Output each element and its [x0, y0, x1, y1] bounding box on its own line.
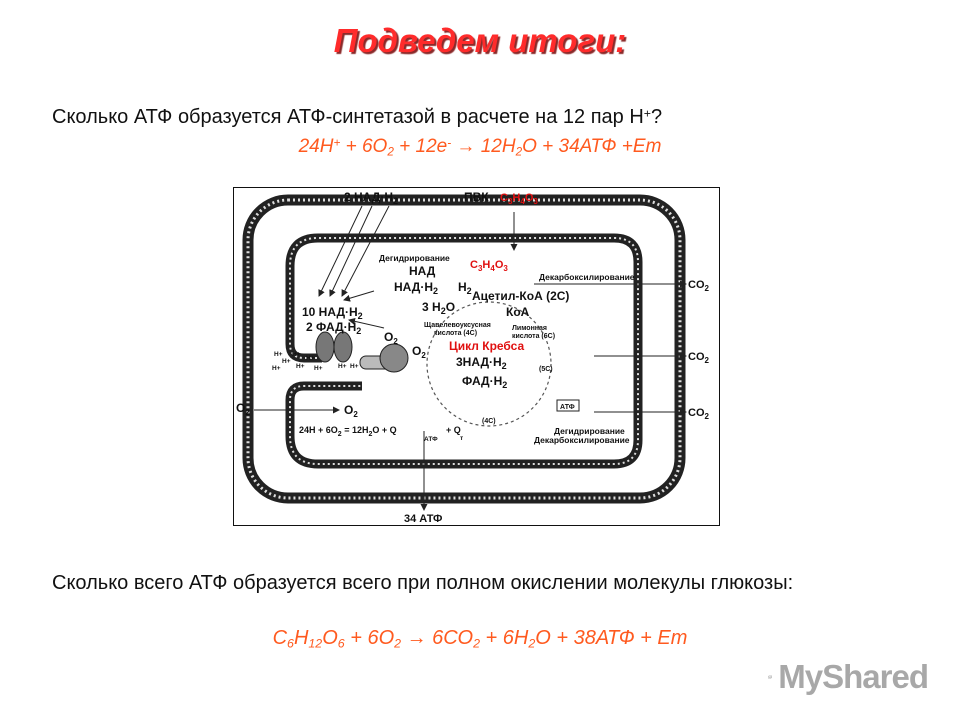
svg-text:10 НАД·Н2: 10 НАД·Н2 — [302, 305, 363, 321]
svg-text:Цикл Кребса: Цикл Кребса — [449, 339, 524, 353]
svg-text:т: т — [460, 435, 463, 442]
svg-text:Щавелевоуксусная: Щавелевоуксусная — [424, 322, 491, 329]
logo-icon — [768, 675, 772, 679]
svg-text:Дегидрирование: Дегидрирование — [554, 426, 625, 436]
svg-text:Декарбоксилирование: Декарбоксилирование — [539, 272, 635, 282]
svg-text:H+: H+ — [282, 358, 291, 365]
svg-text:O2: O2 — [236, 401, 250, 417]
equation-glucose: С6Н12О6 + 6О2 → 6СО2 + 6Н2О + 38АТФ + Ет — [272, 627, 688, 651]
svg-text:H+: H+ — [272, 365, 281, 372]
svg-text:H+: H+ — [306, 355, 315, 362]
svg-text:(4С): (4С) — [482, 418, 496, 425]
svg-text:CO2: CO2 — [688, 351, 710, 365]
question-atp-synthase: Сколько АТФ образуется АТФ-синтетазой в … — [52, 106, 663, 128]
svg-text:24H + 6O2 = 12H2O + Q: 24H + 6O2 = 12H2O + Q — [299, 425, 397, 438]
svg-text:H+: H+ — [350, 363, 359, 370]
svg-text:АТФ: АТФ — [560, 404, 575, 411]
question-glucose: Сколько всего АТФ образуется всего при п… — [52, 572, 794, 594]
svg-text:КоА: КоА — [506, 305, 530, 319]
logo-text: MyShared — [778, 658, 929, 695]
svg-text:H+: H+ — [338, 363, 347, 370]
svg-text:ФАД·Н2: ФАД·Н2 — [462, 374, 507, 390]
svg-text:Ацетил-КоА (2С): Ацетил-КоА (2С) — [472, 289, 569, 303]
svg-text:CO2: CO2 — [688, 279, 710, 293]
proton-labels: H+ H+ H+ H+ H+ H+ H+ H+ H+ — [272, 351, 359, 372]
slide-title: Подведем итоги: — [333, 22, 627, 59]
mitochondrion-diagram: 2 НАД·Н2 ПВК C3H4O3 Дегидрирование C3H4O… — [233, 187, 720, 526]
svg-text:H+: H+ — [296, 363, 305, 370]
svg-text:кислота (4С): кислота (4С) — [434, 330, 477, 337]
svg-text:O2: O2 — [412, 344, 426, 360]
svg-text:O2: O2 — [384, 330, 398, 346]
svg-text:АТФ: АТФ — [424, 436, 438, 443]
myshared-logo[interactable]: MyShared — [768, 655, 929, 699]
svg-text:34 АТФ: 34 АТФ — [404, 513, 442, 525]
svg-text:ПВК: ПВК — [464, 190, 489, 204]
svg-text:O2: O2 — [344, 403, 358, 419]
svg-text:+ Q: + Q — [446, 425, 461, 435]
svg-text:C3H4O3: C3H4O3 — [470, 259, 508, 273]
svg-text:3НАД·Н2: 3НАД·Н2 — [456, 355, 507, 371]
equation-respiration: 24Н+ + 6О2 + 12е- → 12Н2О + 34АТФ +Ет — [298, 136, 662, 159]
svg-text:НАД: НАД — [409, 264, 436, 278]
svg-text:кислота (6С): кислота (6С) — [512, 333, 555, 340]
svg-text:CO2: CO2 — [688, 407, 710, 421]
svg-text:НАД·Н2: НАД·Н2 — [394, 280, 438, 296]
svg-text:Дегидрирование: Дегидрирование — [379, 253, 450, 263]
svg-text:3 H2O: 3 H2O — [422, 300, 455, 316]
svg-text:H+: H+ — [274, 351, 283, 358]
svg-text:H+: H+ — [314, 365, 323, 372]
svg-text:Лимонная: Лимонная — [512, 325, 547, 332]
svg-text:(5С): (5С) — [539, 366, 553, 373]
svg-text:2 ФАД·Н2: 2 ФАД·Н2 — [306, 320, 361, 336]
svg-text:2 НАД·Н2: 2 НАД·Н2 — [344, 190, 398, 206]
mitochondrion-svg: 2 НАД·Н2 ПВК C3H4O3 Дегидрирование C3H4O… — [236, 190, 710, 525]
svg-text:H+: H+ — [292, 351, 301, 358]
krebs-cycle-ring — [426, 301, 552, 427]
diagram-labels: 2 НАД·Н2 ПВК C3H4O3 Дегидрирование C3H4O… — [236, 190, 710, 525]
svg-text:Декарбоксилирование: Декарбоксилирование — [534, 435, 630, 445]
atp-synthase — [315, 331, 335, 363]
svg-text:C3H4O3: C3H4O3 — [500, 192, 538, 206]
svg-text:H2: H2 — [458, 280, 472, 296]
